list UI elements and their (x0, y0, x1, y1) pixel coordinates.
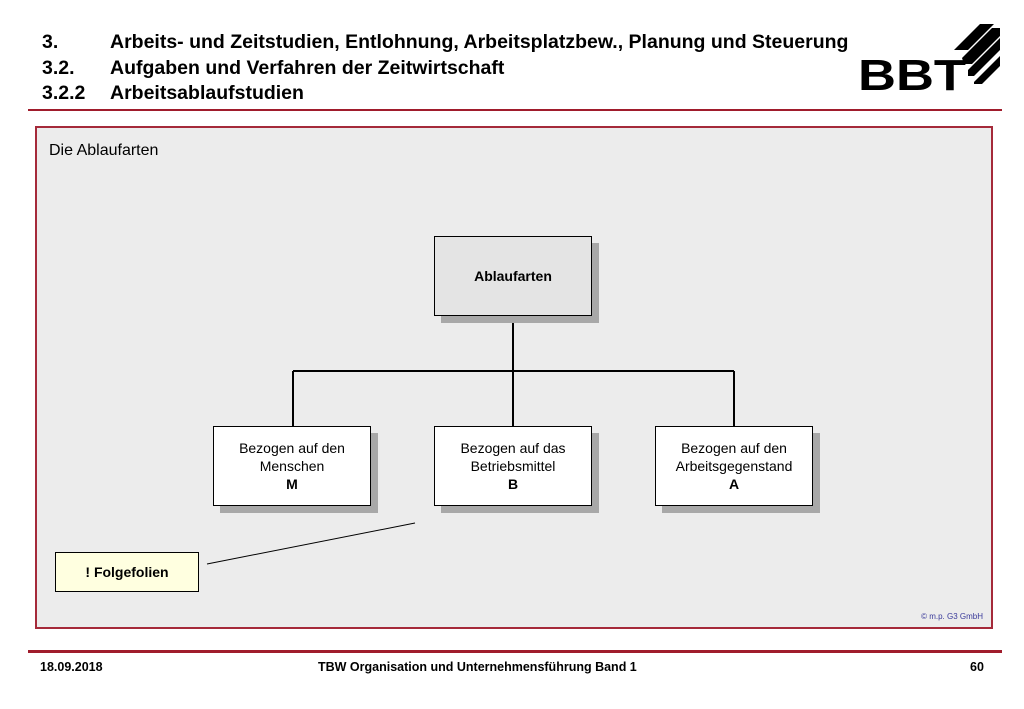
header-divider (28, 109, 1002, 111)
logo-stripes-icon (954, 24, 1000, 84)
node-line1: Bezogen auf das (460, 440, 566, 456)
node-line2: Betriebsmittel (470, 458, 556, 474)
copyright-note: © m.p. G3 GmbH (921, 612, 983, 621)
callout-label: ! Folgefolien (85, 564, 169, 580)
header-text: Arbeits- und Zeitstudien, Entlohnung, Ar… (110, 31, 849, 53)
header-number: 3.2.2 (42, 82, 86, 104)
footer-date: 18.09.2018 (40, 660, 103, 674)
logo-text: BBT (858, 51, 966, 96)
header-number: 3. (42, 31, 59, 53)
footer-divider (28, 650, 1002, 653)
bbt-logo: BBT (858, 24, 1000, 96)
header-text: Aufgaben und Verfahren der Zeitwirtschaf… (110, 57, 505, 79)
node-arbeitsgegenstand: Bezogen auf den Arbeitsgegenstand A (655, 426, 813, 506)
node-line1: Bezogen auf den (239, 440, 345, 456)
node-line2: Menschen (259, 458, 325, 474)
node-code: B (507, 476, 519, 492)
callout-pointer (206, 522, 416, 565)
panel-title: Die Ablaufarten (49, 142, 159, 159)
node-code: A (728, 476, 740, 492)
node-line2: Arbeitsgegenstand (675, 458, 793, 474)
node-code: M (286, 476, 298, 492)
footer-title: TBW Organisation und Unternehmensführung… (318, 660, 637, 674)
header-text: Arbeitsablaufstudien (110, 82, 304, 104)
node-label: Ablaufarten (474, 268, 552, 284)
footer-page-number: 60 (970, 660, 984, 674)
node-betriebsmittel: Bezogen auf das Betriebsmittel B (434, 426, 592, 506)
node-ablaufarten: Ablaufarten (434, 236, 592, 316)
node-line1: Bezogen auf den (681, 440, 787, 456)
connector-lines (206, 316, 735, 565)
header-number: 3.2. (42, 57, 75, 79)
node-menschen: Bezogen auf den Menschen M (213, 426, 371, 506)
diagram-panel: Die Ablaufarten Ablaufarten Bezogen auf … (35, 126, 993, 629)
folgefolien-button[interactable]: ! Folgefolien (55, 552, 199, 592)
